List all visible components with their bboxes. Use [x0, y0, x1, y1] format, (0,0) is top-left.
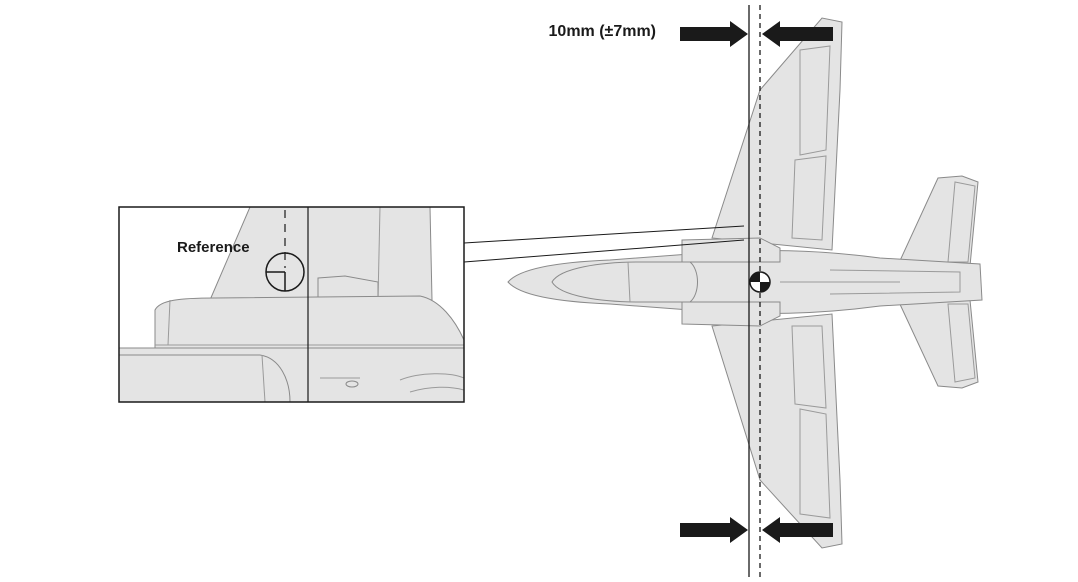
upper-elevator [947, 181, 976, 263]
upper-stabilizer [897, 175, 979, 267]
cg-marker [749, 271, 771, 293]
tail-detail [829, 269, 961, 295]
lower-intake [681, 301, 781, 327]
upper-aileron [799, 45, 831, 156]
lower-aileron [799, 408, 831, 519]
lower-wing [711, 313, 843, 549]
top-arrows [680, 21, 833, 47]
tolerance-label: 10mm (±7mm) [549, 23, 656, 40]
arrow-right-bottom [680, 517, 748, 543]
canopy-frame [627, 261, 631, 303]
upper-intake [681, 237, 781, 263]
detail-inset: Reference [118, 206, 465, 403]
inset-frame [118, 206, 465, 403]
arrow-left-top [762, 21, 833, 47]
lower-elevator [947, 303, 976, 383]
upper-flap [791, 155, 827, 241]
reference-label: Reference [177, 239, 250, 256]
canopy [551, 261, 698, 303]
callout-leader-lower [463, 239, 745, 263]
arrow-right-top [680, 21, 748, 47]
bottom-arrows [680, 517, 833, 543]
arrow-left-bottom [762, 517, 833, 543]
upper-wing [711, 17, 843, 251]
lower-stabilizer [897, 299, 979, 389]
inset-cg-symbol [265, 252, 305, 292]
lower-flap [791, 325, 827, 409]
callout-leader-upper [463, 225, 745, 244]
aircraft-top-view [507, 17, 983, 549]
